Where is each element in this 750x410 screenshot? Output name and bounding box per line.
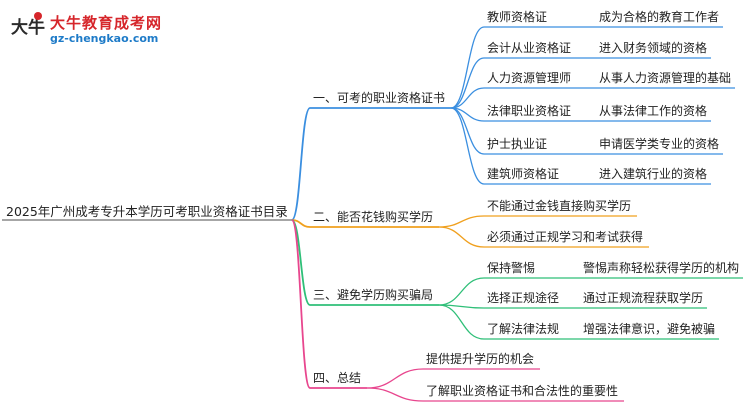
- node-know-law: 了解法律法规: [487, 322, 560, 336]
- branch-summary: 四、总结: [313, 371, 362, 385]
- logo-title: 大牛教育成考网: [50, 14, 163, 32]
- node-opportunity: 提供提升学历的机会: [426, 352, 535, 366]
- node-teacher-cert: 教师资格证: [487, 10, 548, 24]
- node-stay-alert-detail: 警惕声称轻松获得学历的机构: [583, 261, 740, 275]
- node-nurse-cert-detail: 申请医学类专业的资格: [599, 137, 720, 151]
- node-architect-cert-detail: 进入建筑行业的资格: [599, 167, 708, 181]
- node-nurse-cert: 护士执业证: [487, 137, 548, 151]
- node-teacher-cert-detail: 成为合格的教育工作者: [599, 10, 720, 24]
- node-formal-channel-detail: 通过正规流程获取学历: [583, 291, 704, 305]
- node-formal-channel: 选择正规途径: [487, 291, 560, 305]
- node-accounting-cert: 会计从业资格证: [487, 41, 572, 55]
- mindmap-root: 2025年广州成考专升本学历可考职业资格证书目录: [6, 204, 288, 219]
- node-importance: 了解职业资格证书和合法性的重要性: [426, 384, 619, 398]
- logo-mark-icon: 大牛: [10, 10, 46, 46]
- node-cannot-buy: 不能通过金钱直接购买学历: [487, 199, 632, 213]
- branch-avoid-scams: 三、避免学历购买骗局: [313, 288, 434, 302]
- site-logo[interactable]: 大牛 大牛教育成考网 gz-chengkao.com: [10, 8, 180, 52]
- node-law-cert-detail: 从事法律工作的资格: [599, 104, 708, 118]
- node-law-cert: 法律职业资格证: [487, 104, 572, 118]
- node-hr-cert-detail: 从事人力资源管理的基础: [599, 71, 732, 85]
- branch-qualifications: 一、可考的职业资格证书: [313, 91, 446, 105]
- node-know-law-detail: 增强法律意识，避免被骗: [583, 322, 716, 336]
- node-stay-alert: 保持警惕: [487, 261, 536, 275]
- node-accounting-cert-detail: 进入财务领域的资格: [599, 41, 708, 55]
- node-architect-cert: 建筑师资格证: [487, 167, 560, 181]
- logo-url: gz-chengkao.com: [50, 32, 159, 45]
- node-hr-cert: 人力资源管理师: [487, 71, 572, 85]
- node-must-study: 必须通过正规学习和考试获得: [487, 230, 644, 244]
- branch-buy-degree: 二、能否花钱购买学历: [313, 210, 434, 224]
